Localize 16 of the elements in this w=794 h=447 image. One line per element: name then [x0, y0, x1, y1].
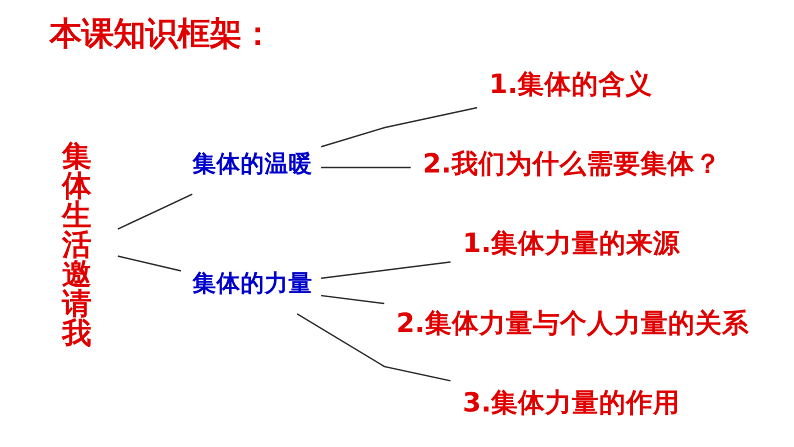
- connector: [321, 294, 384, 304]
- connector: [118, 194, 193, 230]
- connector: [321, 261, 451, 279]
- node-text: 集体的力量: [192, 269, 313, 298]
- connector: [118, 255, 182, 272]
- node-text: 3.集体力量的作用: [462, 387, 680, 418]
- node-text: 1.集体力量的来源: [462, 228, 680, 260]
- connector: [296, 313, 451, 382]
- connector: [320, 106, 478, 148]
- node-text: 集体生活邀请我: [62, 138, 92, 350]
- node-text: 1.集体的含义: [489, 68, 653, 100]
- connector: [321, 166, 411, 168]
- node-text: 2.我们为什么需要集体？: [422, 148, 722, 180]
- node-text: 2.集体力量与个人力量的关系: [396, 308, 749, 339]
- diagram-title: 本课知识框架：: [50, 14, 274, 52]
- node-text: 集体的温暖: [192, 150, 313, 178]
